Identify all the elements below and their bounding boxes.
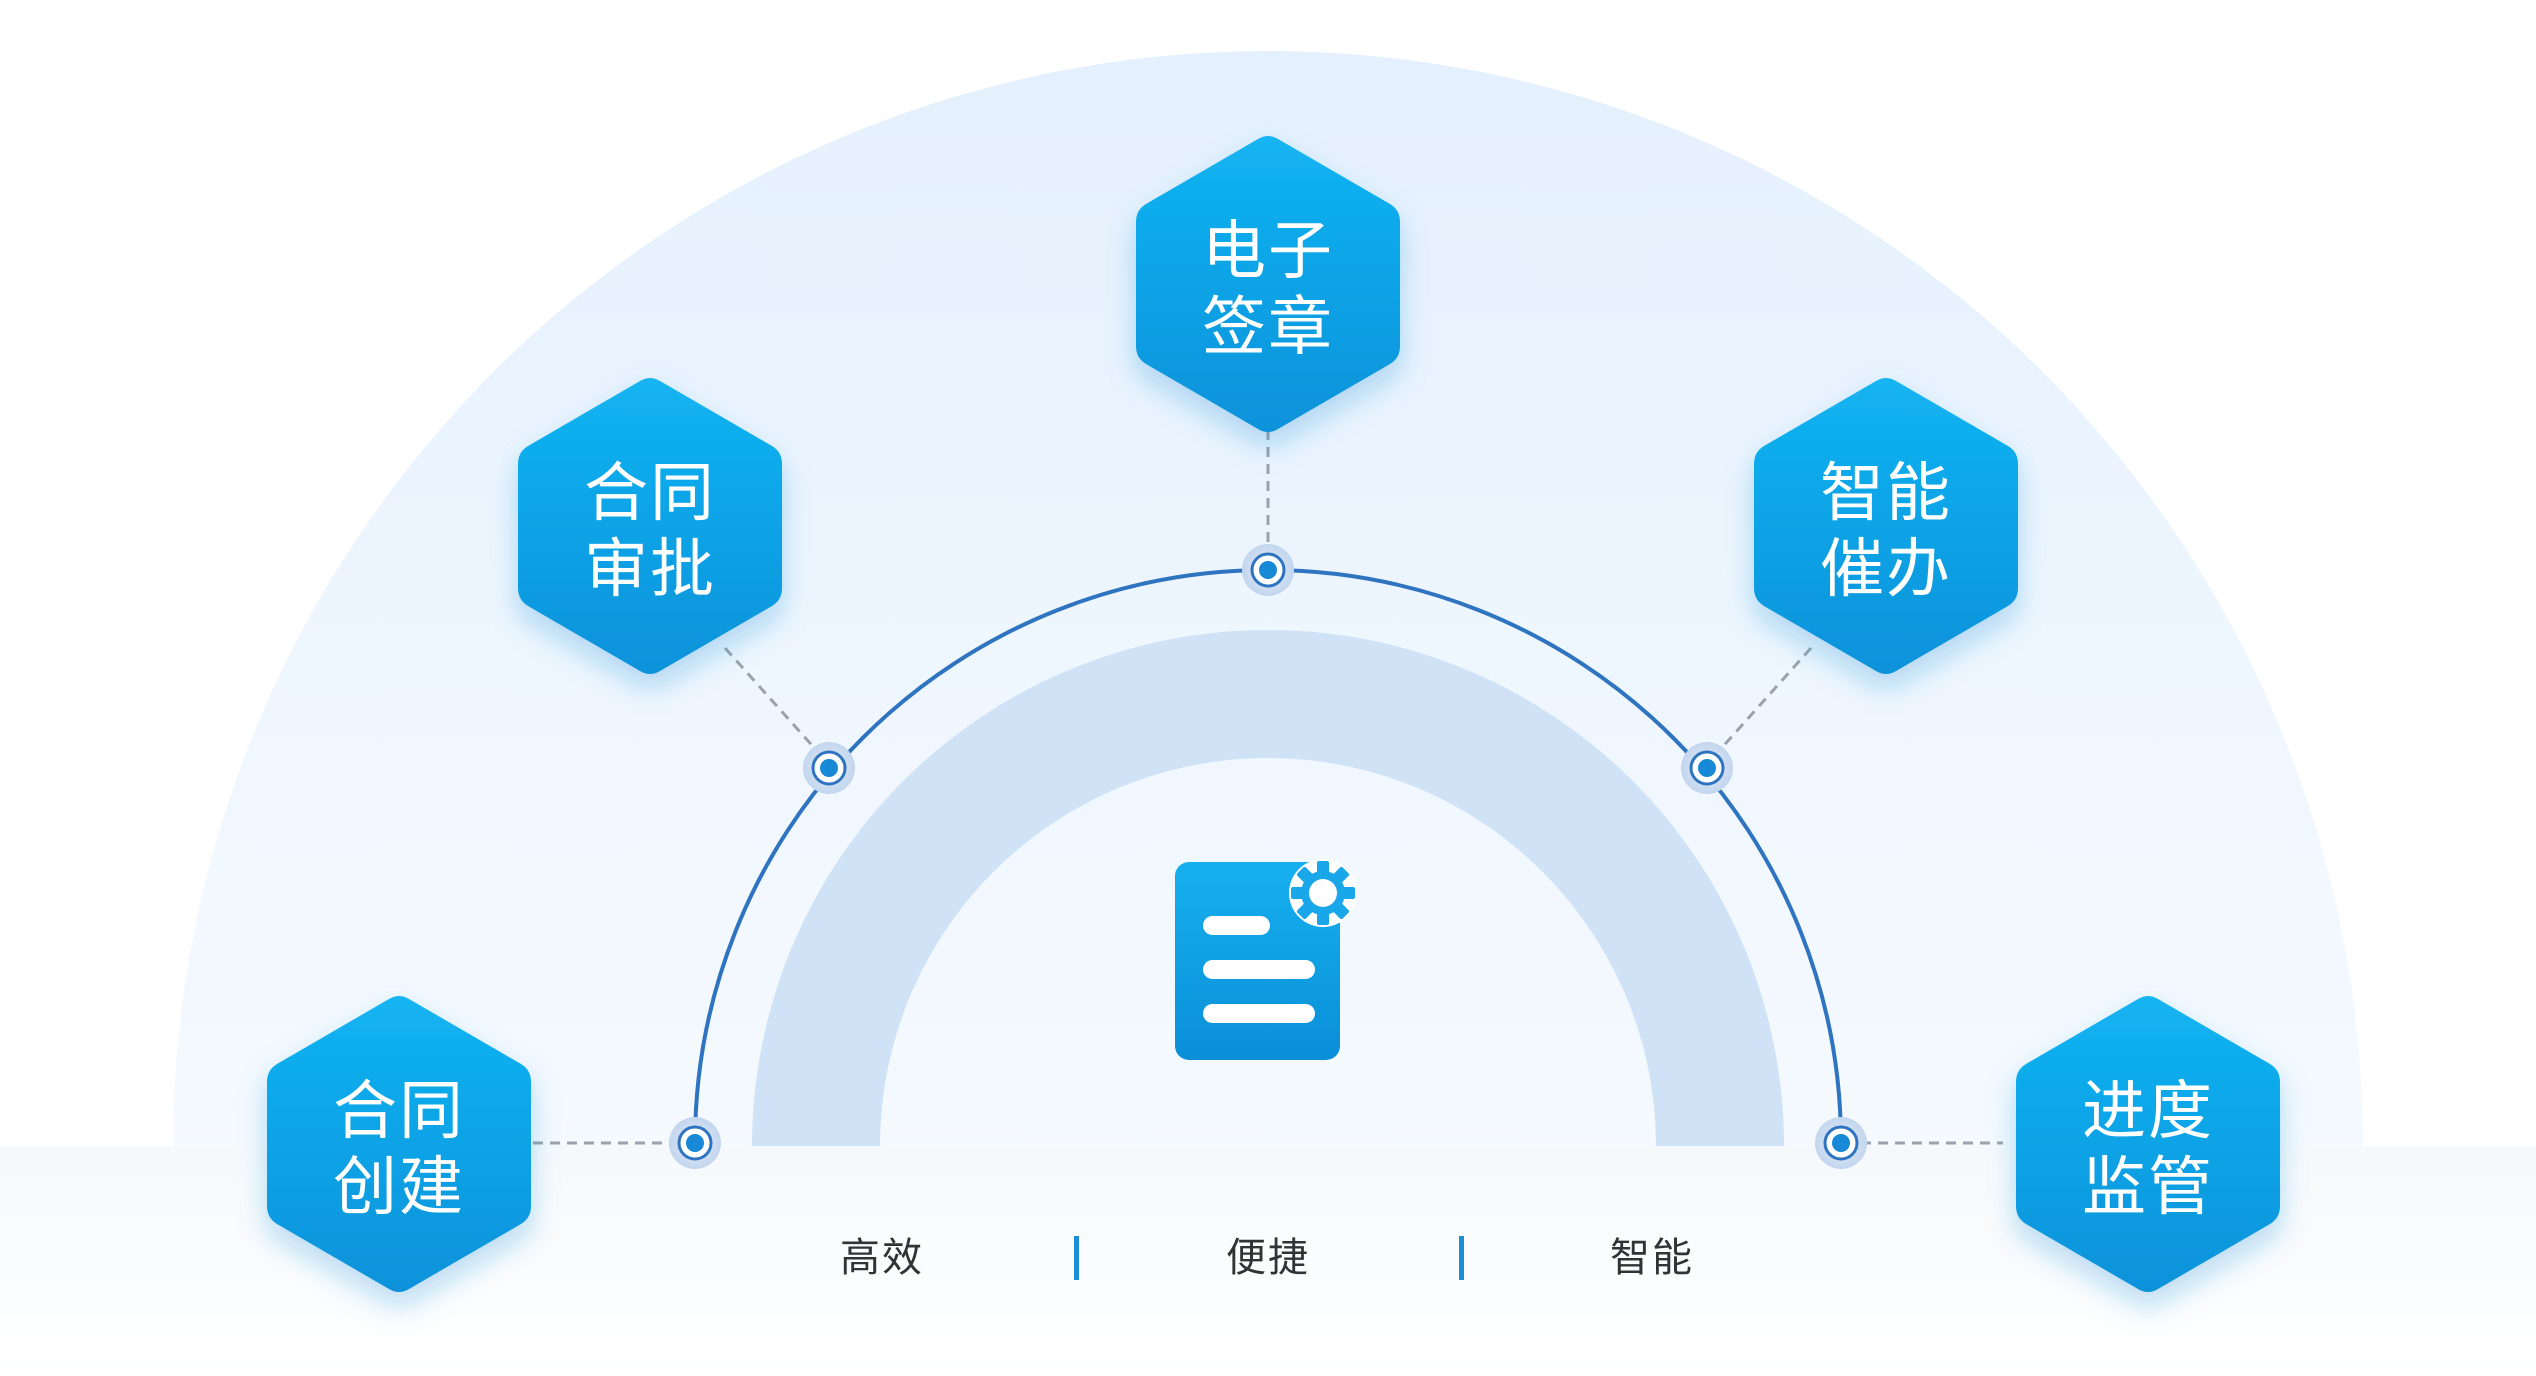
document-gear-icon	[1175, 859, 1357, 1060]
node-contract-approve: 合同 审批	[518, 378, 782, 674]
hexagon-shape	[1754, 378, 2018, 674]
arc-dot-esign	[1242, 544, 1294, 596]
node-label-line2: 监管	[2082, 1151, 2214, 1225]
connector-approve	[723, 647, 820, 753]
node-label-line2: 催办	[1820, 533, 1952, 607]
node-label-line2: 创建	[333, 1151, 465, 1225]
node-smart-reminder: 智能 催办	[1754, 378, 2018, 674]
node-label-line2: 审批	[584, 533, 716, 607]
node-label-line1: 进度	[2082, 1075, 2214, 1149]
node-label-line1: 电子	[1202, 215, 1334, 289]
arc-dot-approve	[803, 742, 855, 794]
hexagon-shape	[267, 996, 531, 1292]
arc-dot-create	[669, 1117, 721, 1169]
node-progress-monitor: 进度 监管	[2016, 996, 2280, 1292]
keyword-separator	[1074, 1236, 1079, 1280]
hexagon-shape	[2016, 996, 2280, 1292]
keyword-separator	[1459, 1236, 1464, 1280]
keyword-convenient: 便捷	[1226, 1235, 1310, 1281]
node-label-line1: 智能	[1820, 457, 1952, 531]
keyword-efficient: 高效	[840, 1235, 924, 1281]
connector-urge	[1716, 647, 1813, 753]
keyword-intelligent: 智能	[1610, 1235, 1694, 1281]
node-electronic-signature: 电子 签章	[1136, 136, 1400, 432]
node-contract-create: 合同 创建	[267, 996, 531, 1292]
hexagon-shape	[518, 378, 782, 674]
hexagon-shape	[1136, 136, 1400, 432]
arc-dot-monitor	[1815, 1117, 1867, 1169]
gear-icon	[1291, 861, 1355, 925]
arc-dot-urge	[1681, 742, 1733, 794]
node-label-line1: 合同	[584, 457, 716, 531]
inner-arch	[752, 630, 1784, 1146]
node-label-line1: 合同	[333, 1075, 465, 1149]
node-label-line2: 签章	[1202, 291, 1334, 365]
